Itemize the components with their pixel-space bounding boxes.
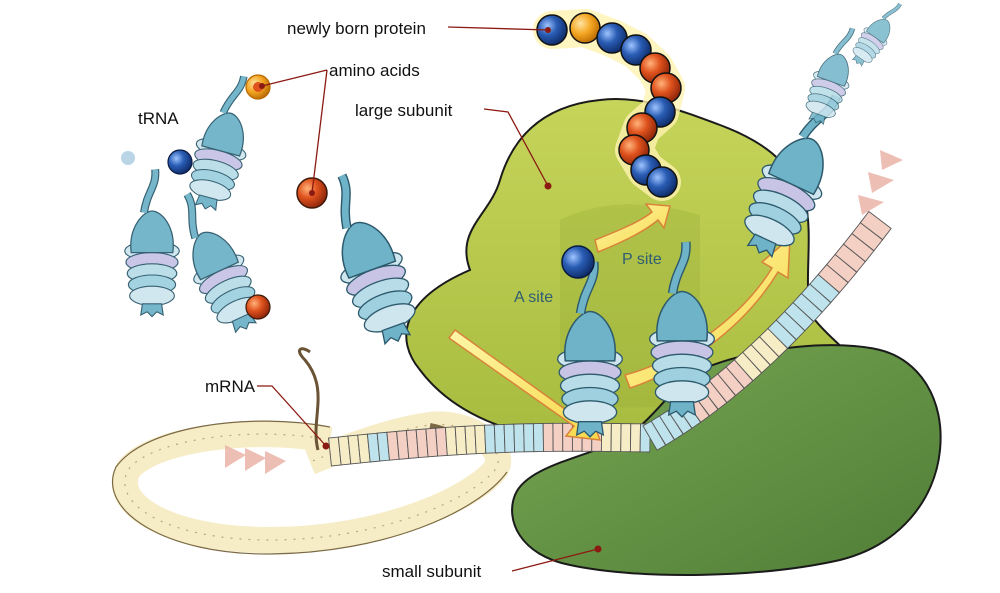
trna-molecule [189, 75, 248, 212]
trna-molecule [744, 94, 841, 259]
trna-molecule [557, 261, 623, 438]
small-subunit-shape [511, 344, 942, 576]
trna-molecule [805, 27, 856, 126]
label-large-subunit: large subunit [355, 101, 453, 120]
mrna-codon-segment [532, 423, 545, 453]
amino-acid-blue-left [167, 149, 193, 175]
amino-acid-a-site [561, 245, 595, 279]
label-amino-acids: amino acids [329, 61, 420, 80]
mrna-codon-segment [513, 423, 525, 453]
mrna-codon-segment [523, 423, 535, 453]
label-trna: tRNA [138, 109, 179, 128]
mrna-codon-segment [859, 210, 892, 241]
amino-acid-faded [121, 151, 135, 165]
label-mrna: mRNA [205, 377, 256, 396]
trna-group [124, 2, 902, 438]
mrna-codon-segment [629, 423, 641, 453]
protein-bead [646, 166, 678, 198]
label-small-subunit: small subunit [382, 562, 481, 581]
trna-molecule [851, 2, 902, 67]
mrna-codon-segment [620, 423, 632, 453]
mrna-codon-segment [503, 423, 516, 453]
label-newly-born-protein: newly born protein [287, 19, 426, 38]
label-a-site: A site [514, 289, 553, 306]
flow-arrow-to-p-site [594, 203, 671, 254]
amino-acid-orange-left [245, 294, 271, 320]
label-p-site: P site [622, 251, 662, 268]
mrna-codon-segment [610, 423, 622, 453]
trna-molecule [337, 173, 416, 346]
trna-molecule [649, 241, 715, 418]
mrna-strip [328, 210, 892, 467]
trna-molecule [124, 169, 180, 318]
mrna-codon-segment [542, 422, 554, 452]
mrna-codon-segment [493, 423, 506, 454]
mrna-codon-segment [484, 424, 496, 454]
leader-lines [257, 26, 602, 572]
protein-bead [569, 12, 601, 44]
protein-chain [533, 9, 685, 201]
mrna-direction-arrows-right [858, 150, 903, 215]
mrna-direction-arrows-left [225, 445, 286, 474]
mrna-codon-segment [474, 424, 487, 455]
mrna-codon-segment [552, 422, 564, 452]
